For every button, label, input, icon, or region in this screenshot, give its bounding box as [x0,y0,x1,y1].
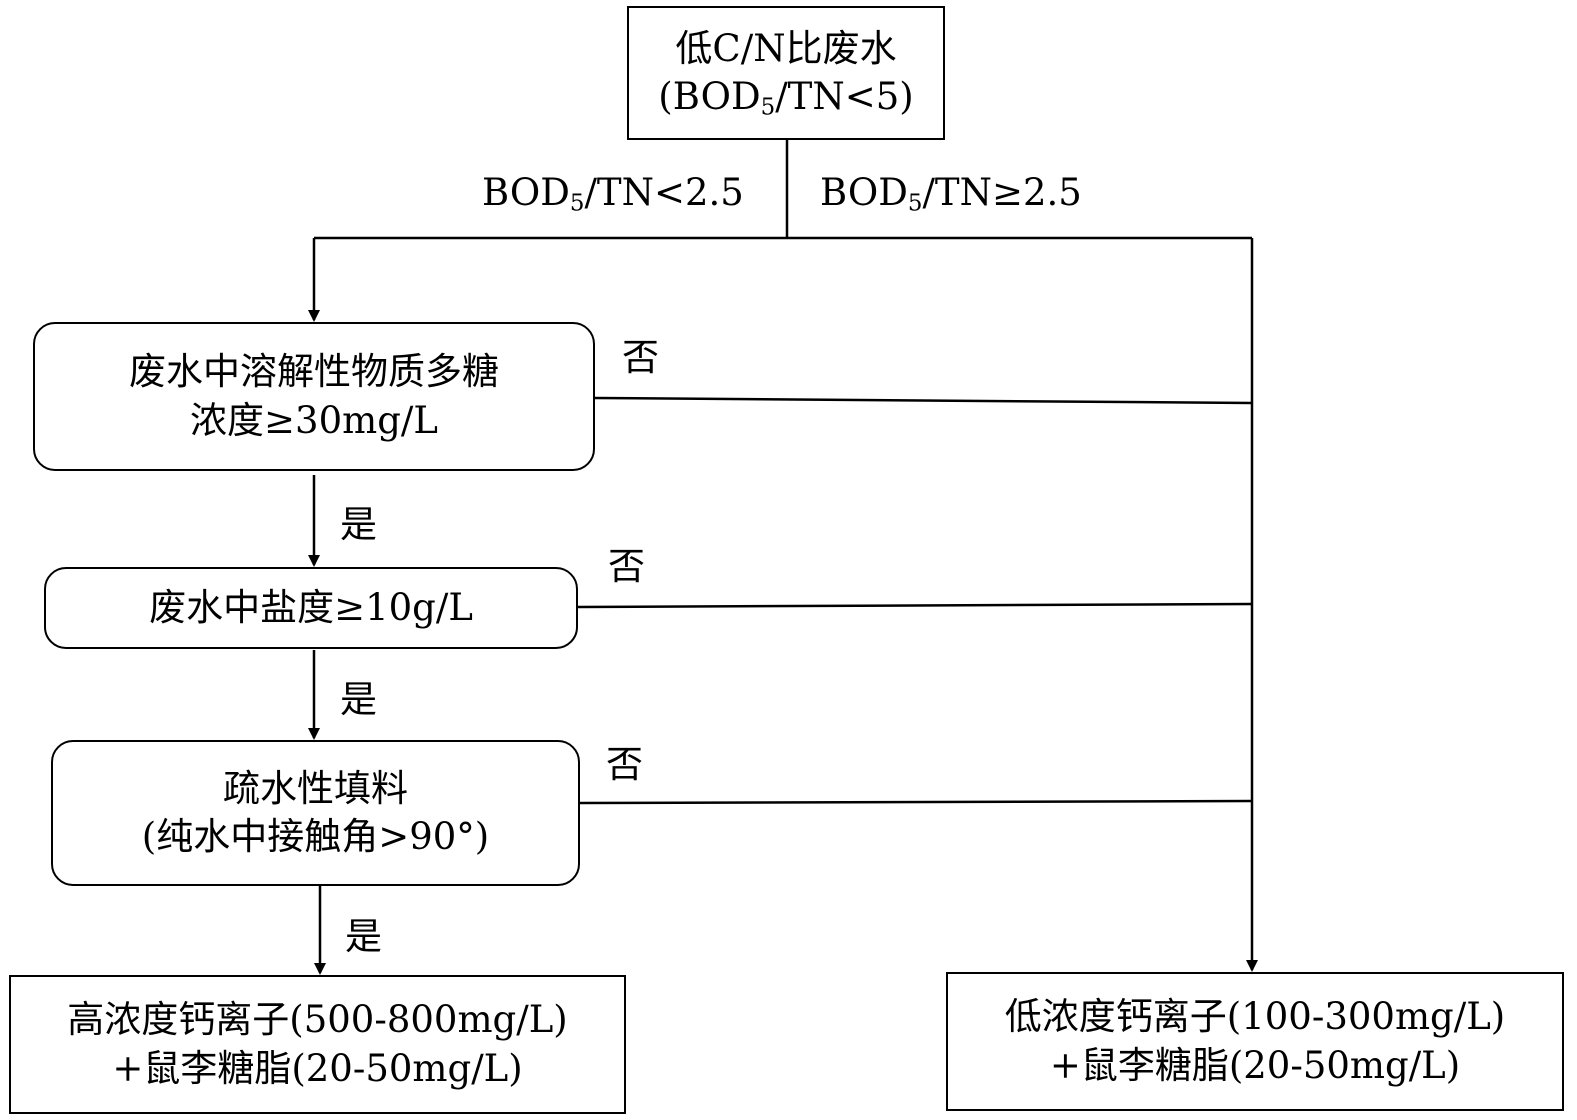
yes-label-2: 是 [340,678,377,721]
no-line-1 [594,396,1253,405]
decision-1-line1: 废水中溶解性物质多糖 [129,350,499,394]
no-line-2 [577,602,1253,609]
decision-salinity: 废水中盐度≥10g/L [44,567,578,649]
start-box: 低C/N比废水 (BOD5/TN<5) [627,6,945,140]
decision-hydrophobic-packing: 疏水性填料 (纯水中接触角>90°) [51,740,580,886]
decision-2-line1: 废水中盐度≥10g/L [149,585,473,629]
decision-3-line2: (纯水中接触角>90°) [141,815,490,858]
decision-polysaccharide: 废水中溶解性物质多糖 浓度≥30mg/L [33,322,595,471]
no-label-1: 否 [622,336,659,379]
no-label-2: 否 [608,545,645,588]
result-left-line1: 高浓度钙离子(500-800mg/L) [67,998,568,1042]
result-right-line1: 低浓度钙离子(100-300mg/L) [1004,995,1506,1039]
no-line-3 [579,799,1253,805]
start-box-line1: 低C/N比废水 [675,26,897,70]
yes-label-3: 是 [345,915,382,958]
yes-label-1: 是 [340,503,377,546]
decision-3-line1: 疏水性填料 [223,766,408,810]
branch-label-left: BOD5/TN<2.5 [482,171,744,217]
decision-1-line2: 浓度≥30mg/L [190,398,438,442]
result-high-calcium: 高浓度钙离子(500-800mg/L) +鼠李糖脂(20-50mg/L) [9,975,626,1114]
result-left-line2: +鼠李糖脂(20-50mg/L) [112,1046,523,1090]
result-right-line2: +鼠李糖脂(20-50mg/L) [1049,1043,1461,1087]
no-label-3: 否 [606,743,643,786]
result-low-calcium: 低浓度钙离子(100-300mg/L) +鼠李糖脂(20-50mg/L) [946,972,1564,1111]
start-box-line2: (BOD5/TN<5) [658,75,914,121]
branch-label-right: BOD5/TN≥2.5 [820,171,1082,217]
